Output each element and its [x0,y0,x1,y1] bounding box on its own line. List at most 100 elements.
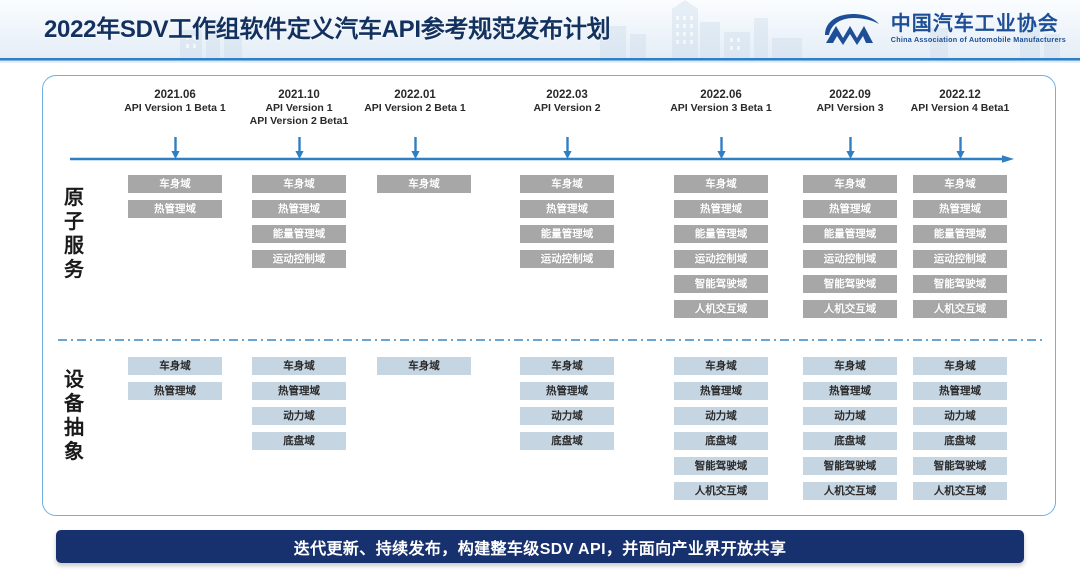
milestone-date: 2022.06 [700,89,742,101]
domain-chip: 底盘域 [252,432,346,450]
domain-chip: 运动控制域 [803,250,897,268]
domain-chip: 动力域 [913,407,1007,425]
domain-chip: 热管理域 [803,382,897,400]
domain-chip: 车身域 [674,357,768,375]
row-label-atomic-service: 原子服务 [59,186,89,282]
caam-logo-text: 中国汽车工业协会 China Association of Automobile… [891,13,1066,45]
milestone-version: API Version 1 Beta 1 [124,102,226,114]
domain-chip: 热管理域 [128,200,222,218]
row-label-char: 子 [64,211,84,233]
milestone-version: API Version 2 Beta 1 [364,102,466,114]
footer-banner-text: 迭代更新、持续发布，构建整车级SDV API，并面向产业界开放共享 [293,540,787,558]
milestone-date: 2022.03 [546,89,588,101]
domain-chip: 智能驾驶域 [913,457,1007,475]
milestone-version: API Version 1 [265,102,333,114]
milestone-version: API Version 3 Beta 1 [670,102,772,114]
domain-chip: 能量管理域 [674,225,768,243]
milestone-arrow-icon [294,137,304,159]
domain-chip: 车身域 [252,175,346,193]
domain-chip: 运动控制域 [913,250,1007,268]
domain-chip: 车身域 [252,357,346,375]
domain-chip: 热管理域 [128,382,222,400]
milestone-date: 2022.12 [939,89,981,101]
domain-chip: 热管理域 [520,382,614,400]
milestone-arrow-icon [955,137,965,159]
domain-chip: 人机交互域 [803,482,897,500]
row-label-char: 象 [64,441,84,463]
row-label-device-abstraction: 设备抽象 [59,368,89,464]
row-label-char: 服 [64,235,84,257]
milestone-date: 2022.09 [829,89,871,101]
domain-chip: 车身域 [377,175,471,193]
domain-chip: 运动控制域 [252,250,346,268]
domain-chip: 热管理域 [913,200,1007,218]
domain-chip: 智能驾驶域 [803,275,897,293]
milestone-date: 2021.10 [278,89,320,101]
domain-chip: 动力域 [674,407,768,425]
domain-chip: 人机交互域 [803,300,897,318]
domain-chip: 动力域 [520,407,614,425]
domain-chip: 车身域 [674,175,768,193]
domain-chip: 动力域 [803,407,897,425]
domain-chip: 底盘域 [674,432,768,450]
domain-chip: 运动控制域 [674,250,768,268]
domain-chip: 人机交互域 [913,300,1007,318]
domain-chip: 能量管理域 [520,225,614,243]
domain-chip: 车身域 [913,175,1007,193]
domain-chip: 车身域 [803,357,897,375]
row-label-char: 备 [64,393,84,415]
domain-chip: 车身域 [128,357,222,375]
row-label-char: 抽 [64,417,84,439]
domain-chip: 热管理域 [674,200,768,218]
domain-chip: 底盘域 [520,432,614,450]
milestone-arrow-icon [410,137,420,159]
timeline-axis [70,155,1014,163]
milestone-arrow-icon [562,137,572,159]
domain-chip: 人机交互域 [674,300,768,318]
domain-chip: 车身域 [520,357,614,375]
domain-chip: 车身域 [128,175,222,193]
domain-chip: 智能驾驶域 [803,457,897,475]
caam-name-cn: 中国汽车工业协会 [890,13,1059,35]
page-title: 2022年SDV工作组软件定义汽车API参考规范发布计划 [44,16,611,43]
footer-banner: 迭代更新、持续发布，构建整车级SDV API，并面向产业界开放共享 [56,530,1024,563]
domain-chip: 热管理域 [520,200,614,218]
domain-chip: 底盘域 [803,432,897,450]
domain-chip: 热管理域 [674,382,768,400]
domain-chip: 车身域 [377,357,471,375]
milestone-version: API Version 3 [816,102,884,114]
domain-chip: 运动控制域 [520,250,614,268]
domain-chip: 智能驾驶域 [674,275,768,293]
city-skyline-decoration [180,0,1060,58]
domain-chip: 车身域 [803,175,897,193]
domain-chip: 人机交互域 [674,482,768,500]
domain-chip: 动力域 [252,407,346,425]
domain-chip: 热管理域 [803,200,897,218]
row-label-char: 设 [64,369,84,391]
milestone-arrow-icon [170,137,180,159]
domain-chip: 智能驾驶域 [913,275,1007,293]
milestone-date: 2022.01 [394,89,436,101]
domain-chip: 人机交互域 [913,482,1007,500]
domain-chip: 热管理域 [913,382,1007,400]
row-label-char: 原 [64,187,84,209]
section-divider [58,339,1042,341]
domain-chip: 车身域 [520,175,614,193]
caam-logo: 中国汽车工业协会 China Association of Automobile… [822,6,1066,52]
domain-chip: 智能驾驶域 [674,457,768,475]
domain-chip: 能量管理域 [252,225,346,243]
row-label-char: 务 [64,259,84,281]
milestone-arrow-icon [845,137,855,159]
domain-chip: 能量管理域 [913,225,1007,243]
domain-chip: 能量管理域 [803,225,897,243]
domain-chip: 底盘域 [913,432,1007,450]
milestone-date: 2021.06 [154,89,196,101]
